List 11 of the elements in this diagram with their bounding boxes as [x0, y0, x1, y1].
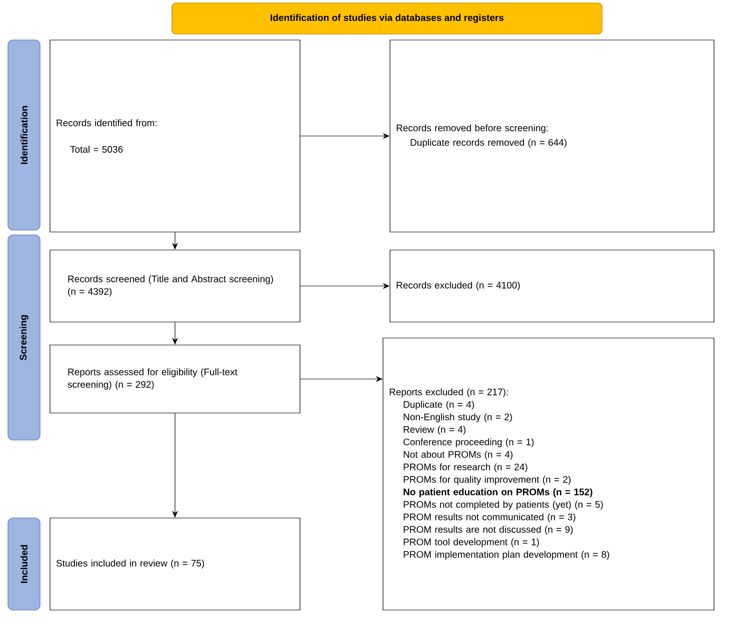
stage-band: Screening	[8, 234, 40, 440]
process-box: Records identified from: Total = 5036	[50, 40, 300, 232]
process-box: Records screened (Title and Abstract screening) (n = 4392)	[50, 250, 300, 322]
section-banner: Identification of studies via databases and registers	[172, 2, 602, 34]
stage-band: Identification	[8, 40, 40, 230]
process-box: Records excluded (n = 4100)	[390, 250, 714, 322]
process-box: Records removed before screening: Duplicate records removed (n = 644)	[390, 40, 714, 232]
process-box: Studies included in review (n = 75)	[50, 518, 300, 610]
process-box: Reports assessed for eligibility (Full-text screening) (n = 292)	[50, 344, 300, 414]
process-box: Reports excluded (n = 217): Duplicate (n = 4) Non-English study (n = 2) Review (n = 4) Conference proceeding (n = 1) Not about PROMs (n = 4) PROMs for research (n = 24) PROMs for quality improvement (n = 2) No patient education on PROMs (n = 152) PROMs not completed by patients (yet) (n = 5) PROM results not communicated (n = 3) PROM results are not discussed (n = 9) PROM tool development (n = 1) PROM implementation plan development (n = 8)	[382, 338, 714, 610]
stage-band: Included	[8, 518, 40, 610]
